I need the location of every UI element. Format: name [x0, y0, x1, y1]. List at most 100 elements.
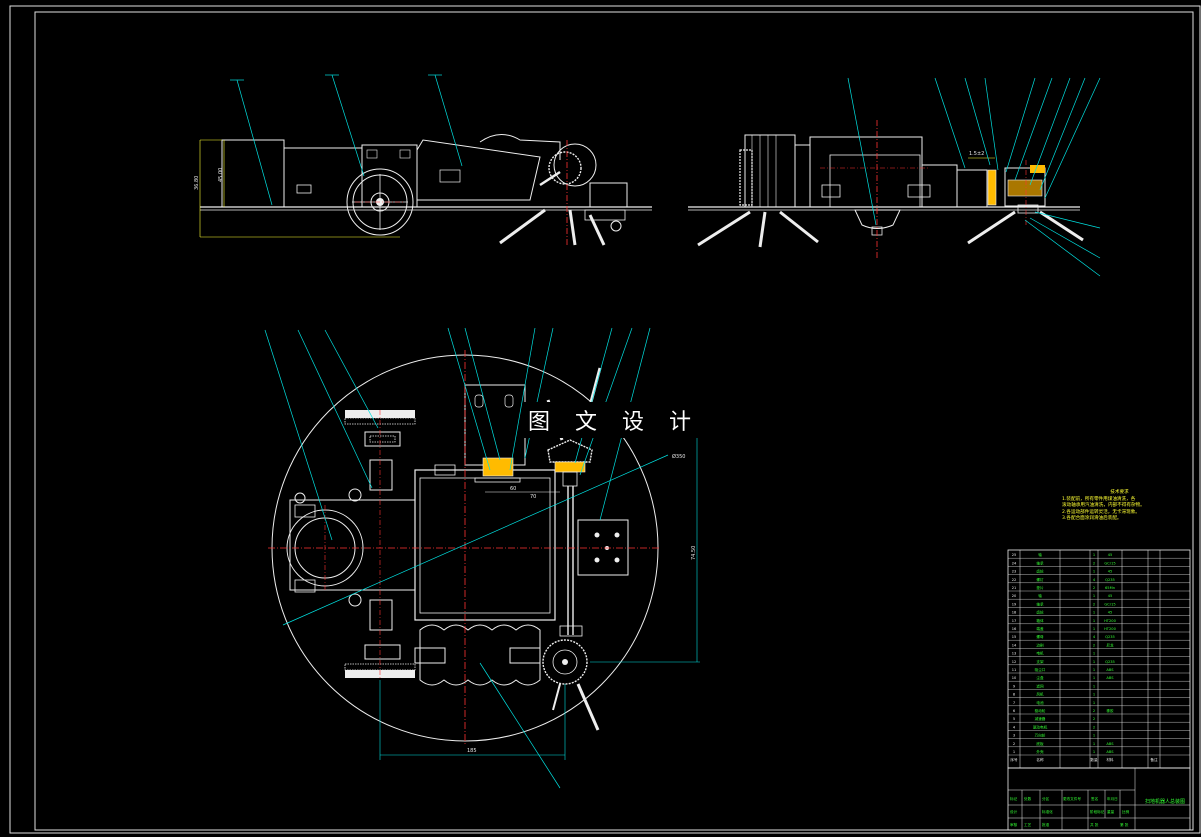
bom-cell: 1 — [1093, 570, 1095, 574]
bom-cell: 21 — [1012, 586, 1017, 590]
technical-notes-title: 技术要求 — [1110, 490, 1129, 495]
title-cell-14: 批准 — [1042, 822, 1050, 827]
title-cell-1: 标记 — [1010, 796, 1018, 801]
dim-gear-2: 70 — [530, 494, 536, 500]
title-cell-8: 标准化 — [1042, 809, 1053, 814]
bom-cell: 45 — [1108, 611, 1113, 615]
bom-cell: 2 — [1093, 602, 1095, 606]
technical-note-line: 滚动轴承用汽油清洗，内部不得有杂物。 — [1062, 503, 1145, 509]
bom-cell: ABS — [1106, 676, 1114, 680]
bom-cell: 22 — [1012, 578, 1017, 582]
technical-note-line: 3.各配合面涂润滑油后装配。 — [1062, 515, 1122, 521]
dim-side-offset: 1.5±2 — [969, 151, 984, 157]
side-view-left: 36.80 45.00 — [194, 74, 652, 246]
bom-cell: 45 — [1108, 570, 1113, 574]
bom-cell: 1 — [1013, 750, 1015, 754]
title-cell-13: 工艺 — [1024, 822, 1032, 827]
dim-side-height-1: 36.80 — [194, 176, 200, 190]
bom-cell: HT200 — [1104, 627, 1116, 631]
bom-cell: 8 — [1013, 693, 1016, 697]
title-cell-7: 设计 — [1010, 809, 1018, 814]
bom-cell: 2 — [1093, 643, 1095, 647]
title-cell-3: 分区 — [1042, 796, 1050, 801]
bom-cell: ABS — [1106, 742, 1114, 746]
bom-header-cell: 序号 — [1010, 757, 1018, 762]
bom-cell: 驱动轮 — [1035, 708, 1046, 713]
technical-notes: 技术要求 1.装配前，所有零件用煤油清洗，各 滚动轴承用汽油清洗，内部不得有杂物… — [1062, 490, 1177, 522]
drawing-name: 扫地机器人总装图 — [1145, 798, 1185, 805]
bom-cell: 23 — [1012, 570, 1017, 574]
bom-cell: 外壳 — [1036, 749, 1044, 754]
bom-cell: 65Mn — [1105, 586, 1115, 590]
bom-cell: 支架 — [1036, 659, 1044, 664]
bom-cell: 轴 — [1038, 552, 1042, 557]
dim-gear-1: 60 — [510, 486, 516, 492]
bom-cell: 橡胶 — [1106, 708, 1114, 713]
bom-cell: GCr15 — [1104, 561, 1115, 565]
bom-cell: 16 — [1012, 627, 1017, 631]
bom-cell: 13 — [1012, 652, 1017, 656]
bom-cell: 19 — [1012, 602, 1017, 606]
bom-cell: 45 — [1108, 553, 1113, 557]
bom-cell: 底板 — [1036, 741, 1044, 746]
bom-cell: 驱动电机 — [1033, 724, 1048, 729]
bom-cell: 2 — [1093, 725, 1095, 729]
bom-cell: 齿轮 — [1036, 569, 1044, 574]
bom-header-cell: 材料 — [1106, 757, 1114, 762]
bom-cell: ABS — [1106, 750, 1114, 754]
bom-cell: 3 — [1013, 734, 1015, 738]
bom-cell: 45 — [1108, 594, 1113, 598]
bom-header-cell: 数量 — [1090, 757, 1098, 762]
bom-cell: 万向轮 — [1035, 733, 1046, 738]
technical-note-line: 1.装配前，所有零件用煤油清洗，各 — [1062, 497, 1136, 503]
bom-cell: 2 — [1093, 709, 1095, 713]
dim-side-height-2: 45.00 — [218, 168, 224, 182]
bom-cell: 9 — [1013, 684, 1016, 688]
bom-cell: 1 — [1093, 553, 1095, 557]
bom-cell: 2 — [1013, 742, 1015, 746]
bom-cell: 6 — [1013, 709, 1016, 713]
bom-cell: 18 — [1012, 611, 1017, 615]
bom-cell: 轴 — [1038, 593, 1042, 598]
bom-cell: 2 — [1093, 561, 1095, 565]
bom-cell: 4 — [1013, 725, 1016, 729]
bom-cell: 7 — [1013, 701, 1015, 705]
bom-cell: 12 — [1012, 660, 1017, 664]
bom-cell: 尘盒 — [1036, 675, 1044, 680]
title-cell-2: 处数 — [1024, 796, 1032, 801]
technical-note-line: 2.各运动部件运转灵活，无卡滞现象。 — [1062, 509, 1140, 515]
bom-cell: 1 — [1093, 676, 1095, 680]
bom-cell: HT200 — [1104, 619, 1116, 623]
bom-cell: 24 — [1012, 561, 1017, 565]
bom-cell: 1 — [1093, 619, 1095, 623]
bom-cell: 电机 — [1036, 651, 1044, 656]
bom-cell: 1 — [1093, 734, 1095, 738]
title-cell-6: 年月日 — [1107, 796, 1118, 801]
bom-cell: 吸尘口 — [1035, 667, 1046, 672]
bom-cell: 10 — [1012, 676, 1017, 680]
bom-cell: 4 — [1093, 635, 1096, 639]
bom-cell: 1 — [1093, 684, 1095, 688]
bom-cell: 4 — [1093, 578, 1096, 582]
bom-cell: 箱体 — [1036, 618, 1044, 623]
bom-cell: 2 — [1093, 586, 1095, 590]
bom-cell: 1 — [1093, 652, 1095, 656]
bom-cell: 1 — [1093, 742, 1095, 746]
bom-cell: 1 — [1093, 668, 1095, 672]
bom-cell: 1 — [1093, 627, 1095, 631]
bom-header-cell: 名称 — [1036, 757, 1044, 762]
bom-cell: 1 — [1093, 594, 1095, 598]
dim-plan-width: 185 — [467, 748, 477, 754]
dim-plan-diameter: Ø350 — [672, 453, 685, 460]
bom-header-cell: 备注 — [1150, 757, 1158, 762]
title-cell-5: 签名 — [1091, 796, 1099, 801]
bom-cell: 20 — [1012, 594, 1017, 598]
bom-cell: GCr15 — [1104, 602, 1115, 606]
bom-cell: 14 — [1012, 643, 1017, 647]
dim-plan-height: 74.50 — [691, 546, 697, 560]
bom-cell: 齿轮 — [1036, 610, 1044, 615]
bom-cell: 螺母 — [1036, 634, 1044, 639]
bom-cell: Q235 — [1105, 660, 1115, 664]
bom-cell: 1 — [1093, 660, 1095, 664]
title-cell-10: 重量 — [1107, 809, 1115, 814]
